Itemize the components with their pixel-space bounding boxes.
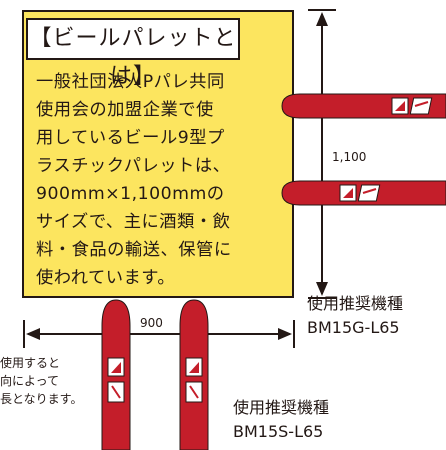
horizontal-dimension-line — [23, 320, 295, 348]
vertical-dimension-line — [308, 9, 336, 299]
fork-icon — [179, 299, 209, 450]
note-line: 向によって — [0, 374, 60, 388]
description-line: 使われています。 — [36, 268, 176, 288]
description-line: サイズで、主に酒類・飲 — [36, 212, 231, 232]
panel-description: 一般社団法人Pパレ共同 使用会の加盟企業で使 用しているビール9型プ ラスチック… — [36, 68, 276, 292]
model-name: BM15S-L65 — [233, 422, 324, 441]
note-line: 使用すると — [0, 356, 61, 370]
fork-icon — [281, 93, 446, 119]
fork-icon — [281, 180, 446, 206]
length-dimension-label: 1,100 — [332, 150, 367, 164]
bottom-model-callout: 使用推奨機種 BM15S-L65 — [233, 396, 329, 444]
description-line: ラスチックパレットは、 — [36, 156, 231, 176]
fork-icon — [101, 299, 131, 450]
description-line: 料・食品の輸送、保管に — [36, 240, 232, 260]
description-line: 用しているビール9型プ — [36, 128, 225, 148]
model-label: 使用推奨機種 — [233, 398, 330, 417]
usage-note: 使用すると 向によって 長となります。 — [0, 354, 82, 408]
model-label: 使用推奨機種 — [307, 294, 404, 313]
panel-title: 【ビールパレットとは】 — [26, 18, 240, 89]
side-model-callout: 使用推奨機種 BM15G-L65 — [307, 292, 403, 340]
description-line: 900mm×1,100mmの — [36, 184, 225, 204]
description-line: 一般社団法人Pパレ共同 — [36, 72, 225, 92]
model-name: BM15G-L65 — [307, 318, 400, 337]
width-dimension-label: 900 — [140, 316, 163, 330]
note-line: 長となります。 — [0, 392, 83, 406]
description-line: 使用会の加盟企業で使 — [36, 100, 214, 120]
